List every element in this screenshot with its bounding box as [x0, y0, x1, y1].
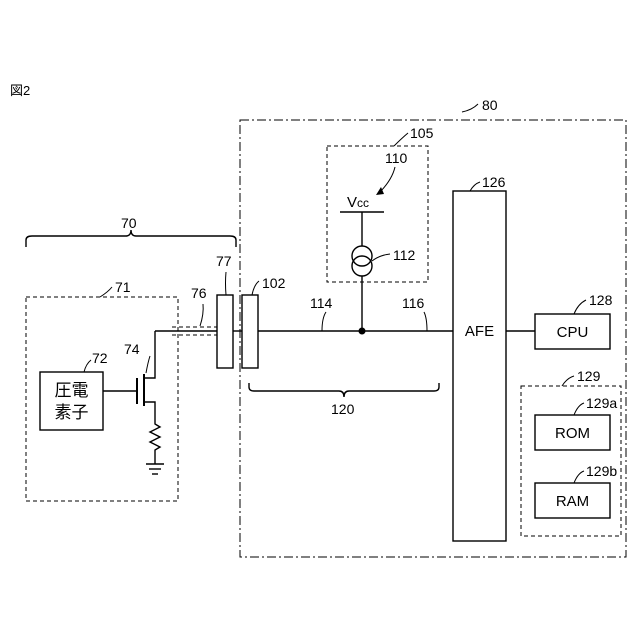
vcc-label: Vcc: [347, 194, 369, 211]
label-128: 128: [589, 292, 613, 308]
leader-129: [562, 376, 574, 386]
afe-126: [453, 191, 506, 541]
label-72: 72: [92, 350, 108, 366]
label-112: 112: [393, 247, 416, 263]
leader-102: [252, 281, 259, 295]
ram-label: RAM: [556, 493, 589, 510]
connector-102: [242, 295, 258, 368]
leader-129a: [574, 403, 584, 415]
sensor-module-71-frame: [26, 297, 178, 501]
label-129b: 129b: [586, 463, 617, 479]
transistor-source-wire: [144, 402, 155, 420]
brace-70: [26, 230, 236, 247]
figure-label: 図2: [10, 83, 30, 98]
label-80: 80: [482, 97, 498, 113]
label-71: 71: [115, 279, 131, 295]
label-114: 114: [310, 295, 333, 311]
transistor-drain-wire: [144, 331, 155, 378]
label-129: 129: [577, 368, 601, 384]
leader-80: [462, 104, 478, 112]
piezo-label-line2: 素子: [55, 403, 89, 422]
rom-label: ROM: [555, 425, 590, 442]
cpu-label: CPU: [557, 324, 589, 341]
label-70: 70: [121, 215, 137, 231]
leader-129b: [574, 471, 584, 483]
leader-128: [574, 300, 586, 314]
leader-72: [84, 360, 91, 372]
leader-112: [372, 254, 390, 261]
leader-77: [226, 272, 227, 295]
leader-126: [470, 182, 480, 191]
connector-77: [217, 295, 233, 368]
label-77: 77: [216, 253, 232, 269]
brace-120: [249, 383, 439, 397]
afe-label: AFE: [465, 323, 494, 340]
leader-116: [424, 312, 427, 331]
label-116: 116: [402, 295, 425, 311]
leader-114: [322, 312, 326, 331]
piezo-label-line1: 圧電: [55, 381, 89, 400]
resistor: [150, 420, 160, 464]
leader-76: [200, 304, 203, 326]
label-120: 120: [331, 401, 355, 417]
label-102: 102: [262, 275, 286, 291]
leader-74: [146, 356, 150, 373]
label-76: 76: [191, 285, 207, 301]
label-105: 105: [410, 125, 434, 141]
label-110: 110: [385, 150, 408, 166]
leader-105: [394, 133, 408, 146]
label-74: 74: [124, 341, 140, 357]
leader-71: [100, 287, 112, 297]
label-126: 126: [482, 174, 506, 190]
label-129a: 129a: [586, 395, 617, 411]
